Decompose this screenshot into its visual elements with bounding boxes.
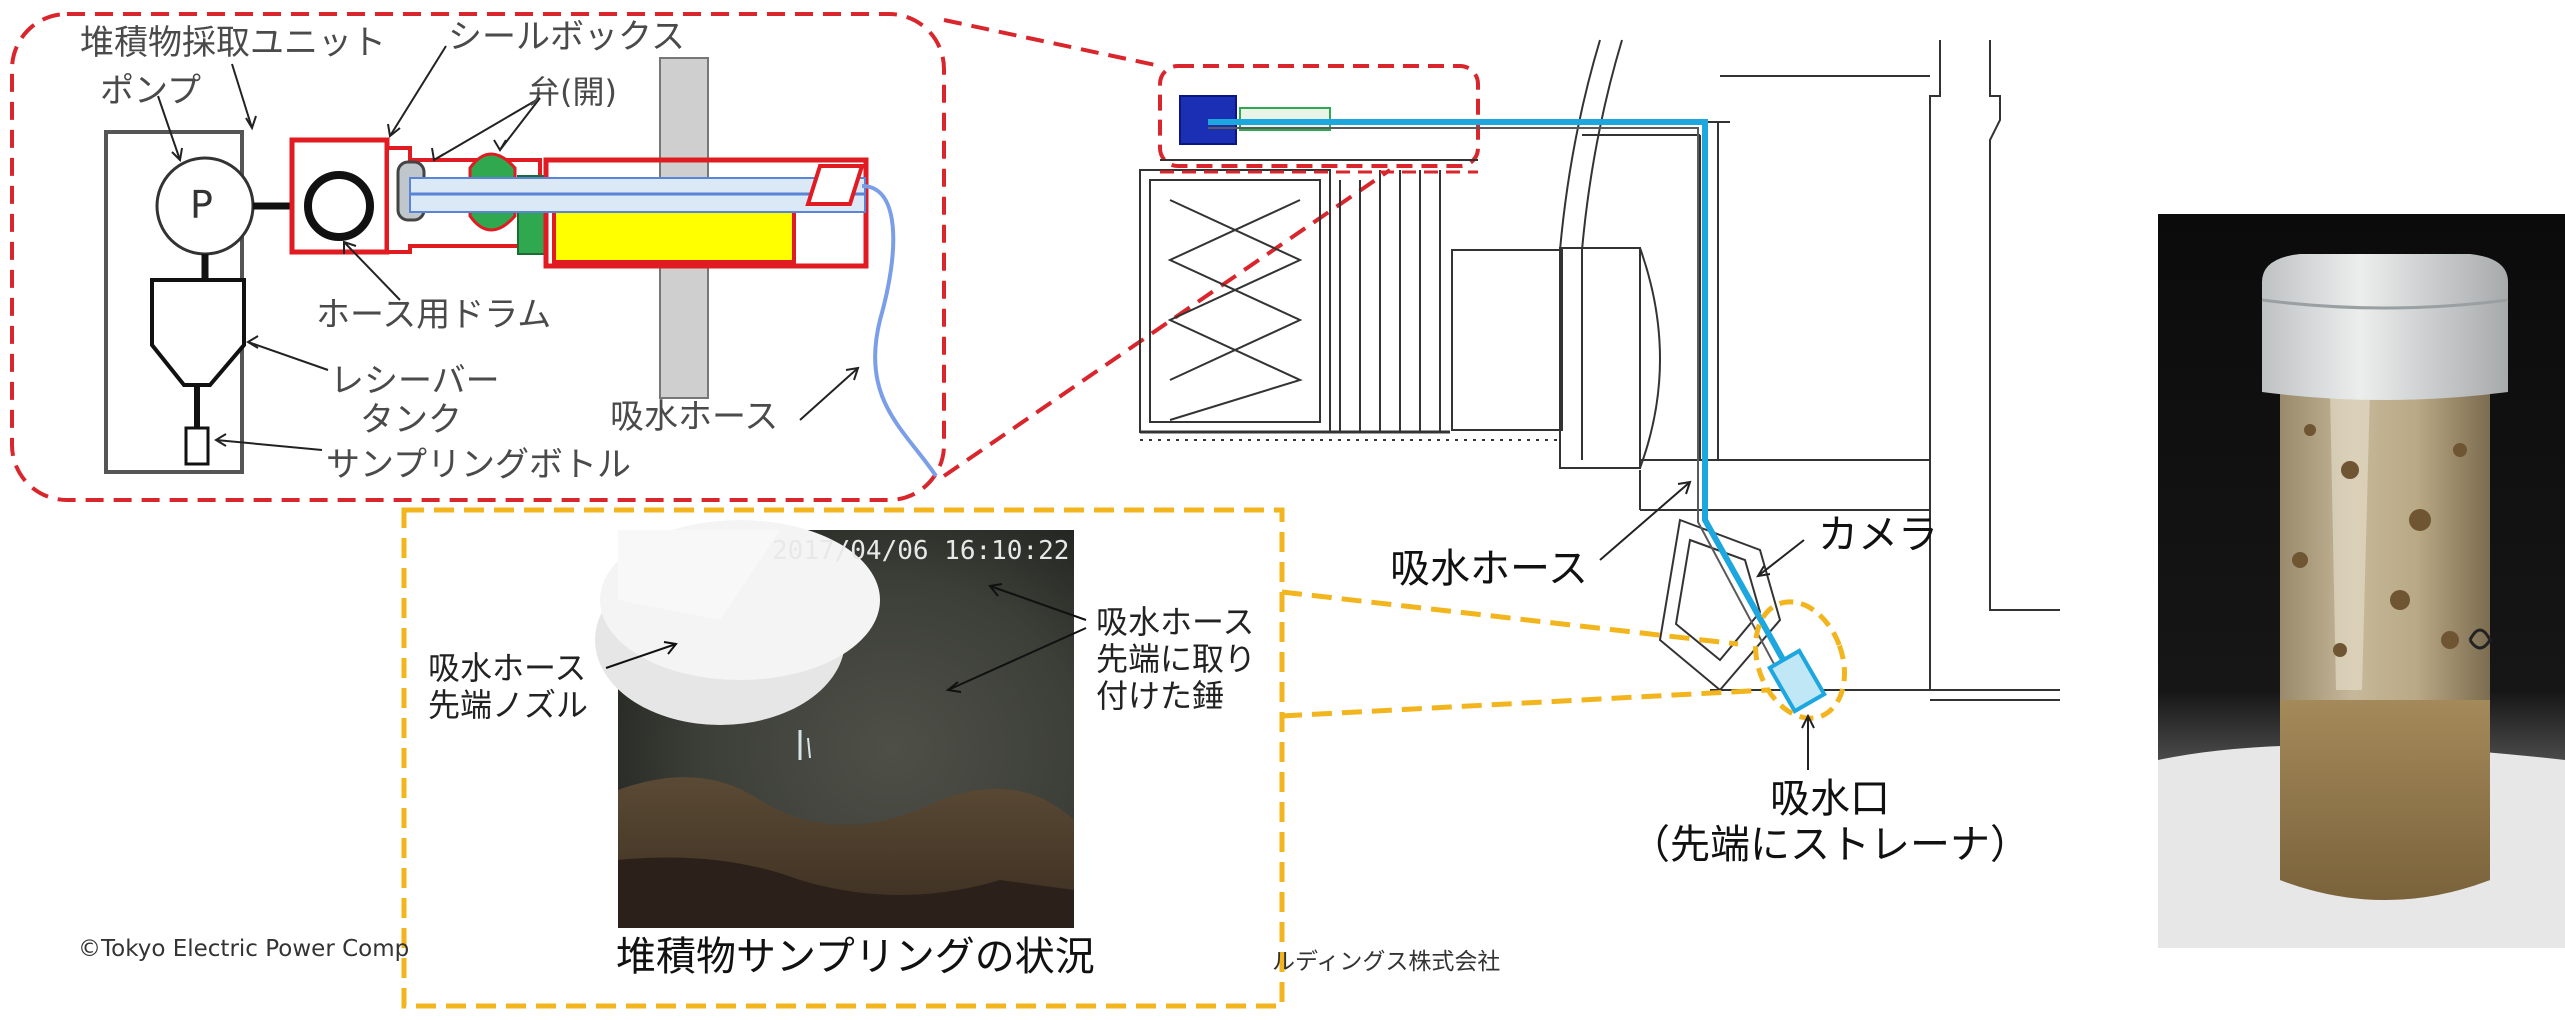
intake-strainer: [1767, 648, 1827, 714]
hose-drum-label: ホース用ドラム: [316, 295, 552, 335]
receiver-tank-label: レシーバー タンク: [330, 361, 500, 441]
suction-hose-line: [861, 184, 938, 478]
overview-hose-label: 吸水ホース: [1390, 546, 1588, 592]
nozzle-label-line1: 吸水ホース: [428, 649, 587, 687]
connector-yellow-bottom: [1281, 687, 1769, 719]
sample-bottle-photo: [2158, 214, 2565, 948]
receiver-tank-symbol: [150, 278, 246, 387]
intake-label-line2: （先端にストレーナ）: [1630, 822, 2030, 868]
photo-callout-frame: [401, 507, 1285, 1009]
pump-label: ポンプ: [100, 71, 201, 111]
valve-label: 弁(開): [528, 73, 617, 111]
pcv-cross-section: [1139, 39, 2060, 701]
photo-timestamp: 2017/04/06 16:10:22: [772, 536, 1070, 566]
connector-red-bottom: [942, 168, 1392, 478]
weight-label: 吸水ホース 先端に取り 付けた錘: [1096, 604, 1256, 714]
photo-caption: 堆積物サンプリングの状況: [616, 934, 1095, 980]
copyright-right: ルディングス株式会社: [1272, 949, 1501, 975]
weight-label-line3: 付けた錘: [1096, 676, 1225, 715]
hose-drum-symbol: [304, 171, 374, 241]
camera-photo: [595, 520, 1074, 928]
camera-label: カメラ: [1818, 512, 1938, 558]
seal-box-label: シールボックス: [448, 17, 685, 57]
weight-label-line1: 吸水ホース: [1096, 603, 1255, 641]
intake-label-line1: 吸水口: [1770, 776, 1890, 822]
receiver-tank-label-line1: レシーバー: [330, 361, 500, 401]
connector-yellow-top: [1281, 589, 1739, 647]
sampling-bottle-symbol: [184, 426, 210, 466]
copyright-left: ©Tokyo Electric Power Comp: [78, 936, 410, 962]
overview-suction-hose: [1208, 119, 1803, 692]
sampling-unit-label: 堆積物採取ユニット: [80, 23, 386, 63]
intake-label: 吸水口 （先端にストレーナ）: [1620, 776, 2040, 868]
nozzle-label: 吸水ホース 先端ノズル: [428, 650, 588, 724]
sleeve-fill: [552, 208, 796, 264]
connector-red-top: [943, 18, 1161, 68]
nozzle-label-line2: 先端ノズル: [428, 685, 589, 724]
weight-label-line2: 先端に取り: [1096, 639, 1257, 678]
pump-symbol-letter: P: [190, 183, 213, 227]
schematic-callout-frame: [10, 12, 946, 502]
receiver-tank-label-line2: タンク: [360, 400, 462, 441]
schematic-hose-label: 吸水ホース: [610, 397, 779, 437]
sampling-bottle-label: サンプリングボトル: [326, 445, 631, 485]
